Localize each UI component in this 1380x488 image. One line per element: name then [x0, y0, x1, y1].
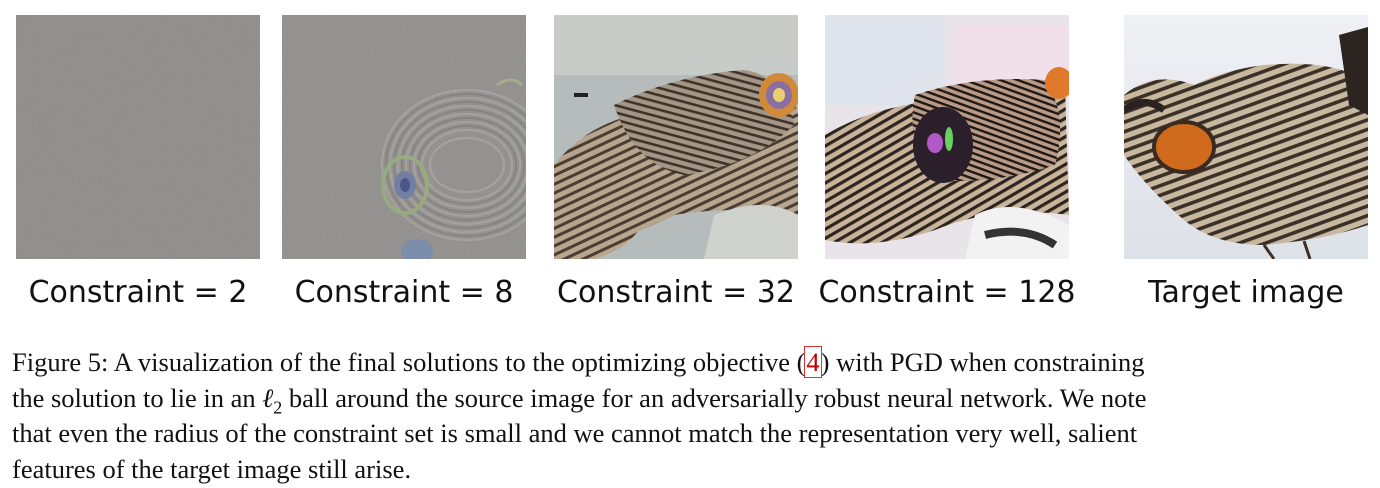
caption-line-2: the solution to lie in an ℓ2 ball around…: [12, 381, 1372, 417]
panel-label: Constraint = 2: [28, 275, 248, 310]
caption-text: ball around the source image for an adve…: [282, 382, 1147, 413]
ell-symbol: ℓ: [262, 382, 274, 413]
caption-line-1: Figure 5: A visualization of the final s…: [12, 345, 1372, 381]
prairie-chicken-photo: [1124, 15, 1368, 259]
panel-label: Target image: [1148, 275, 1344, 310]
panel-constraint-32: Constraint = 32: [554, 15, 798, 310]
panel-label: Constraint = 128: [818, 275, 1076, 310]
ell-subscript: 2: [273, 396, 283, 417]
caption-text: the solution to lie in an: [12, 382, 263, 413]
figure-panels: Constraint = 2: [0, 15, 1380, 315]
caption-text: ) with PGD when constraining: [820, 347, 1145, 377]
caption-text: Figure 5: A visualization of the final s…: [12, 347, 806, 377]
saturated-bird-reconstruction-image: [825, 15, 1069, 259]
caption-line-4: features of the target image still arise…: [12, 453, 412, 484]
faint-feather-eye-pattern-image: [282, 15, 526, 259]
caption-line-3: that even the radius of the constraint s…: [12, 418, 1138, 448]
figure-caption: Figure 5: A visualization of the final s…: [12, 345, 1372, 487]
panel-label: Constraint = 32: [557, 275, 795, 310]
panel-target-image: Target image: [1124, 15, 1368, 310]
panel-constraint-8: Constraint = 8: [282, 15, 526, 310]
panel-label: Constraint = 8: [294, 275, 514, 310]
uniform-gray-noise-image: [16, 15, 260, 259]
equation-reference-link[interactable]: 4: [804, 346, 822, 378]
bird-feather-texture-image: [554, 15, 798, 259]
panel-constraint-128: Constraint = 128: [818, 15, 1076, 310]
panel-constraint-2: Constraint = 2: [16, 15, 260, 310]
